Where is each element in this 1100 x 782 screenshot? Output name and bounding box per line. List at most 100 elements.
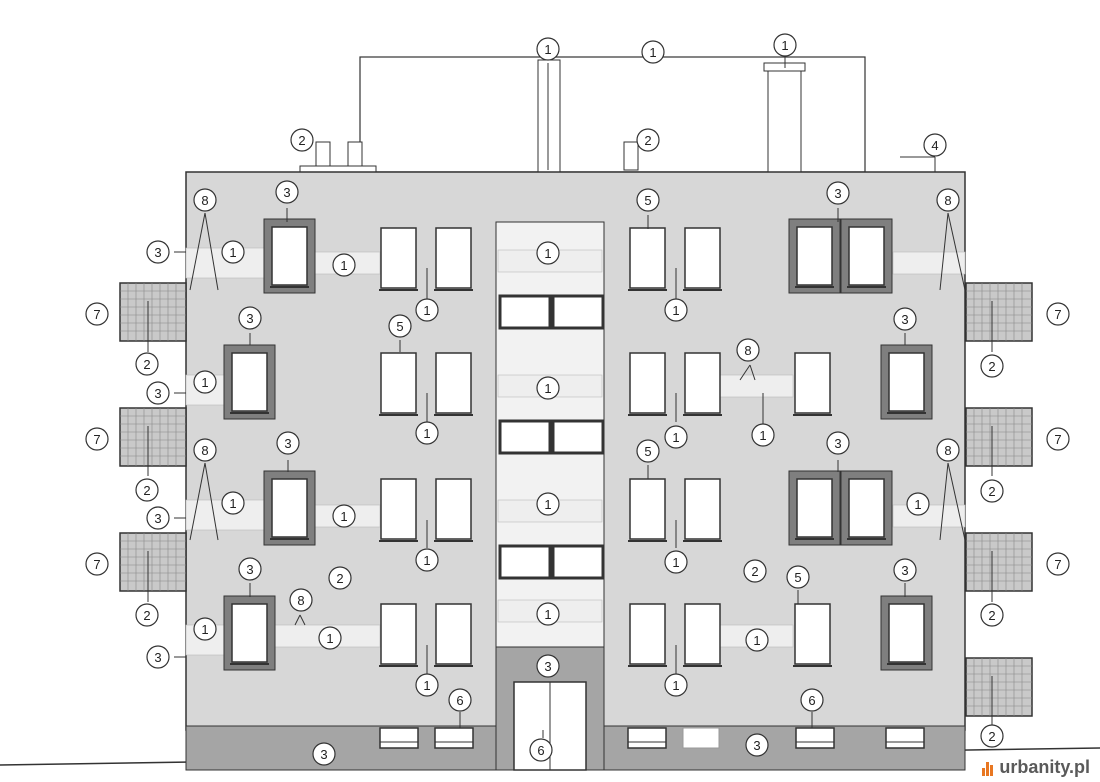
- callout-circle: [135, 603, 159, 627]
- basement-window: [379, 727, 419, 749]
- callout-number: 5: [644, 193, 651, 208]
- window: [380, 603, 417, 665]
- callout-circle: [276, 431, 300, 455]
- leader-line: [939, 212, 949, 291]
- callout-number: 7: [93, 307, 100, 322]
- callout-number: 8: [297, 593, 304, 608]
- callout-number: 2: [988, 729, 995, 744]
- window: [629, 227, 666, 289]
- callout-number: 1: [544, 381, 551, 396]
- callout-circle: [923, 133, 947, 157]
- vent-cap-3: [623, 141, 639, 171]
- callout-circle: [146, 506, 170, 530]
- window: [684, 352, 721, 414]
- callout-circle: [238, 306, 262, 330]
- callout-circle: [135, 352, 159, 376]
- callout-number: 7: [93, 432, 100, 447]
- roof-vent-base: [299, 165, 377, 173]
- callout-number: 5: [396, 319, 403, 334]
- callout-number: 3: [284, 436, 291, 451]
- callout-circle: [745, 733, 769, 757]
- callout-number: 1: [914, 497, 921, 512]
- callout-circle: [906, 492, 930, 516]
- brand-name: urbanity.pl: [999, 757, 1090, 777]
- callout-number: 1: [229, 245, 236, 260]
- window: [684, 478, 721, 540]
- callout-circle: [743, 559, 767, 583]
- callout-number: 1: [340, 258, 347, 273]
- balcony: [965, 407, 1033, 467]
- callout-number: 1: [672, 555, 679, 570]
- callout-circle: [135, 478, 159, 502]
- stair-window: [551, 419, 605, 455]
- callout-number: 2: [988, 359, 995, 374]
- stair-window: [551, 544, 605, 580]
- callout-number: 1: [544, 607, 551, 622]
- callout-circle: [1046, 552, 1070, 576]
- callout-circle: [641, 40, 665, 64]
- callout-circle: [745, 628, 769, 652]
- callout-number: 3: [834, 436, 841, 451]
- decor-stripe: [719, 374, 794, 398]
- leader-line: [189, 212, 206, 291]
- callout-circle: [238, 557, 262, 581]
- callout-circle: [536, 602, 560, 626]
- leader-line: [947, 462, 966, 541]
- callout-number: 2: [298, 133, 305, 148]
- window: [435, 227, 472, 289]
- leader-line: [749, 364, 756, 381]
- brand-watermark: urbanity.pl: [978, 757, 1094, 778]
- callout-circle: [193, 370, 217, 394]
- callout-number: 3: [901, 312, 908, 327]
- decor-stripe: [892, 504, 966, 528]
- callout-number: 1: [544, 497, 551, 512]
- callout-number: 7: [1054, 557, 1061, 572]
- balcony: [119, 532, 187, 592]
- callout-number: 1: [544, 42, 551, 57]
- leader-line: [204, 462, 219, 541]
- window: [848, 226, 885, 286]
- callout-circle: [332, 253, 356, 277]
- callout-circle: [936, 188, 960, 212]
- callout-circle: [980, 479, 1004, 503]
- callout-number: 3: [154, 386, 161, 401]
- window: [888, 352, 925, 412]
- leader-line: [939, 462, 949, 541]
- callout-circle: [980, 603, 1004, 627]
- callout-number: 1: [423, 678, 430, 693]
- callout-number: 7: [1054, 432, 1061, 447]
- callout-circle: [415, 548, 439, 572]
- callout-number: 1: [229, 496, 236, 511]
- callout-circle: [415, 673, 439, 697]
- callout-circle: [529, 738, 553, 762]
- callout-number: 1: [753, 633, 760, 648]
- callout-number: 2: [336, 571, 343, 586]
- basement-windows: [379, 727, 925, 749]
- callout-number: 1: [201, 622, 208, 637]
- callout-number: 1: [340, 509, 347, 524]
- window: [271, 478, 308, 538]
- callout-circle: [146, 645, 170, 669]
- window: [231, 603, 268, 663]
- callout-circle: [980, 724, 1004, 748]
- callout-number: 6: [808, 693, 815, 708]
- callout-circle: [786, 565, 810, 589]
- callout-circle: [221, 240, 245, 264]
- callout-circle: [636, 439, 660, 463]
- stair-window: [498, 544, 552, 580]
- callout-circle: [146, 240, 170, 264]
- callout-number: 8: [201, 443, 208, 458]
- leader-line: [947, 212, 966, 291]
- leader-line: [204, 212, 219, 291]
- callout-number: 3: [154, 650, 161, 665]
- chimney-left: [537, 59, 561, 173]
- chimney-right: [767, 69, 802, 173]
- window: [796, 226, 833, 286]
- callout-circle: [773, 33, 797, 57]
- window: [848, 478, 885, 538]
- window: [271, 226, 308, 286]
- balcony: [965, 532, 1033, 592]
- callout-circle: [736, 338, 760, 362]
- callout-circle: [664, 550, 688, 574]
- window: [629, 478, 666, 540]
